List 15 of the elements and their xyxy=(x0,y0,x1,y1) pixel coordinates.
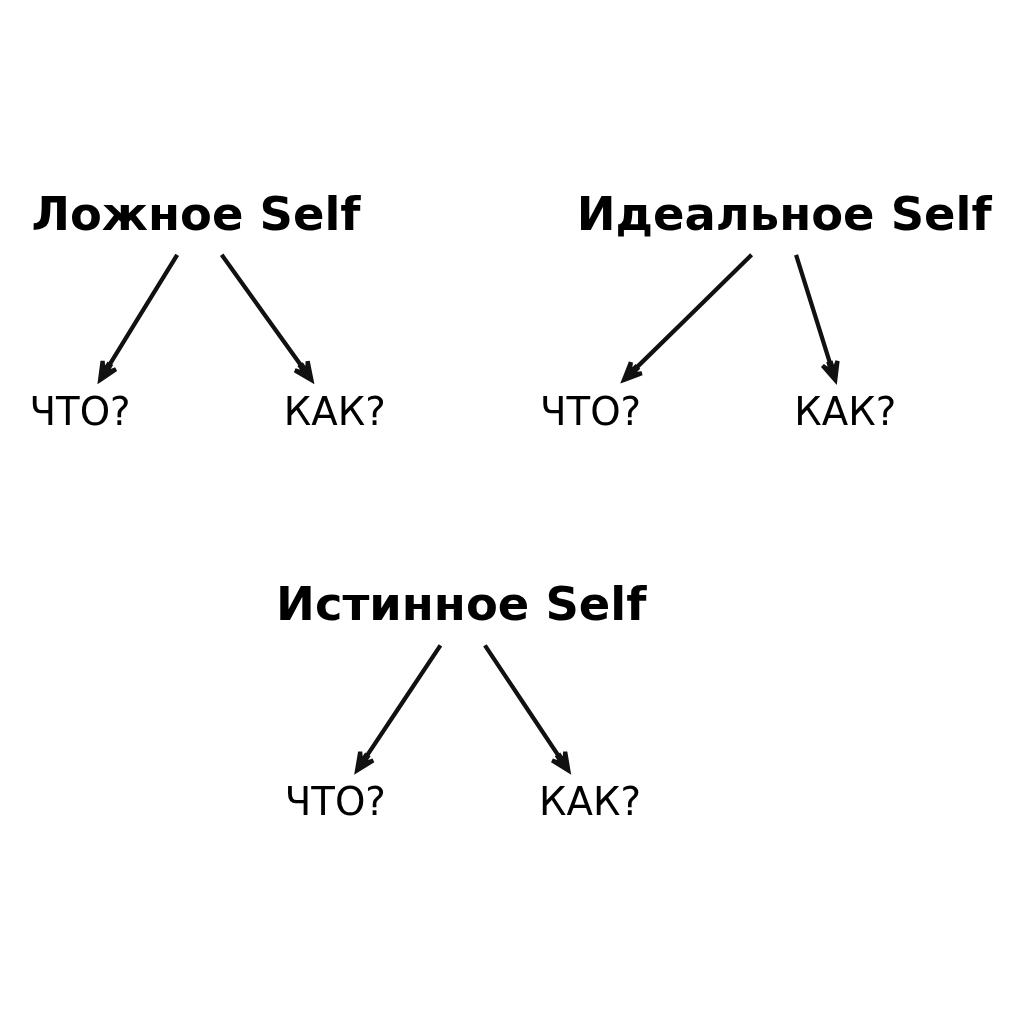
node-text: Идеальное Self xyxy=(576,186,992,241)
node-text: ЧТО? xyxy=(284,778,386,824)
arrow xyxy=(483,643,571,773)
node-text: Ложное Self xyxy=(31,186,361,241)
arrow xyxy=(98,253,180,382)
node-text: ЧТО? xyxy=(29,388,131,434)
node-text: ЧТО? xyxy=(540,388,642,434)
node-text: КАК? xyxy=(794,388,897,434)
node-text: КАК? xyxy=(539,778,641,824)
node-text: Истинное Self xyxy=(276,576,647,631)
arrow xyxy=(621,252,754,382)
arrow xyxy=(219,253,314,382)
node-text: КАК? xyxy=(283,388,386,434)
arrow xyxy=(794,253,840,382)
arrow xyxy=(354,643,443,773)
